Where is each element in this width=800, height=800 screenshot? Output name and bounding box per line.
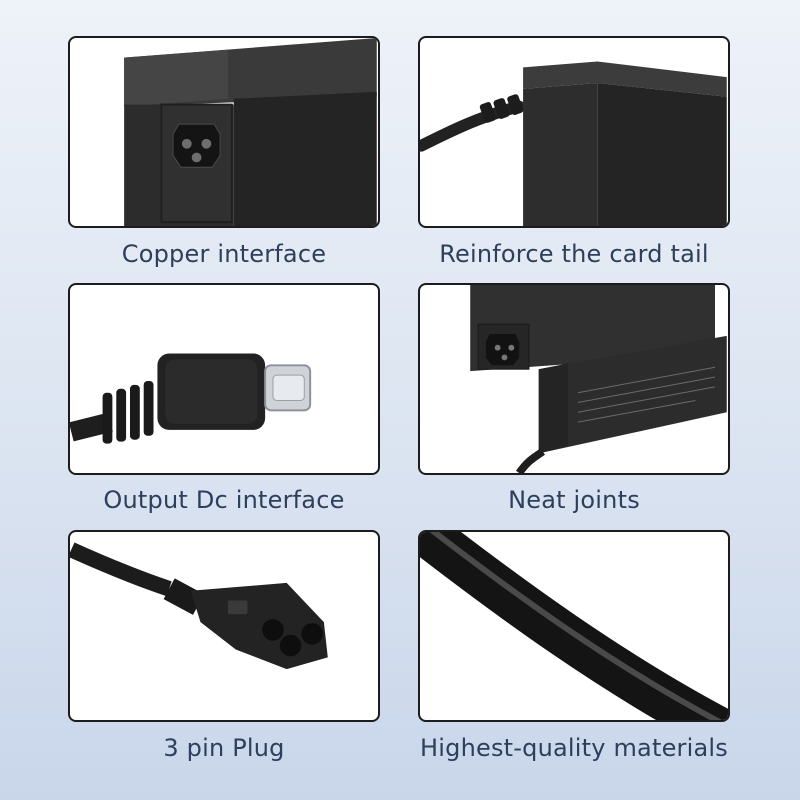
cable-closeup-image (420, 532, 728, 720)
caption-reinforce-tail: Reinforce the card tail (439, 240, 709, 268)
three-pin-plug-image (70, 542, 328, 670)
caption-output-dc: Output Dc interface (103, 486, 345, 514)
caption-materials: Highest-quality materials (420, 734, 728, 762)
strain-relief-image (420, 61, 727, 226)
feature-panel-neat-joints (418, 283, 730, 475)
caption-copper-interface: Copper interface (121, 240, 327, 268)
feature-panel-copper-interface (68, 36, 380, 228)
feature-panel-reinforce-tail (418, 36, 730, 228)
caption-3-pin-plug: 3 pin Plug (163, 734, 285, 762)
feature-panel-output-dc (68, 283, 380, 475)
feature-panel-materials (418, 530, 730, 722)
usb-c-connector-image (70, 353, 312, 444)
caption-neat-joints: Neat joints (508, 486, 640, 514)
feature-panel-3-pin-plug (68, 530, 380, 722)
adapter-bricks-image (470, 285, 727, 473)
adapter-socket-image (124, 38, 377, 226)
